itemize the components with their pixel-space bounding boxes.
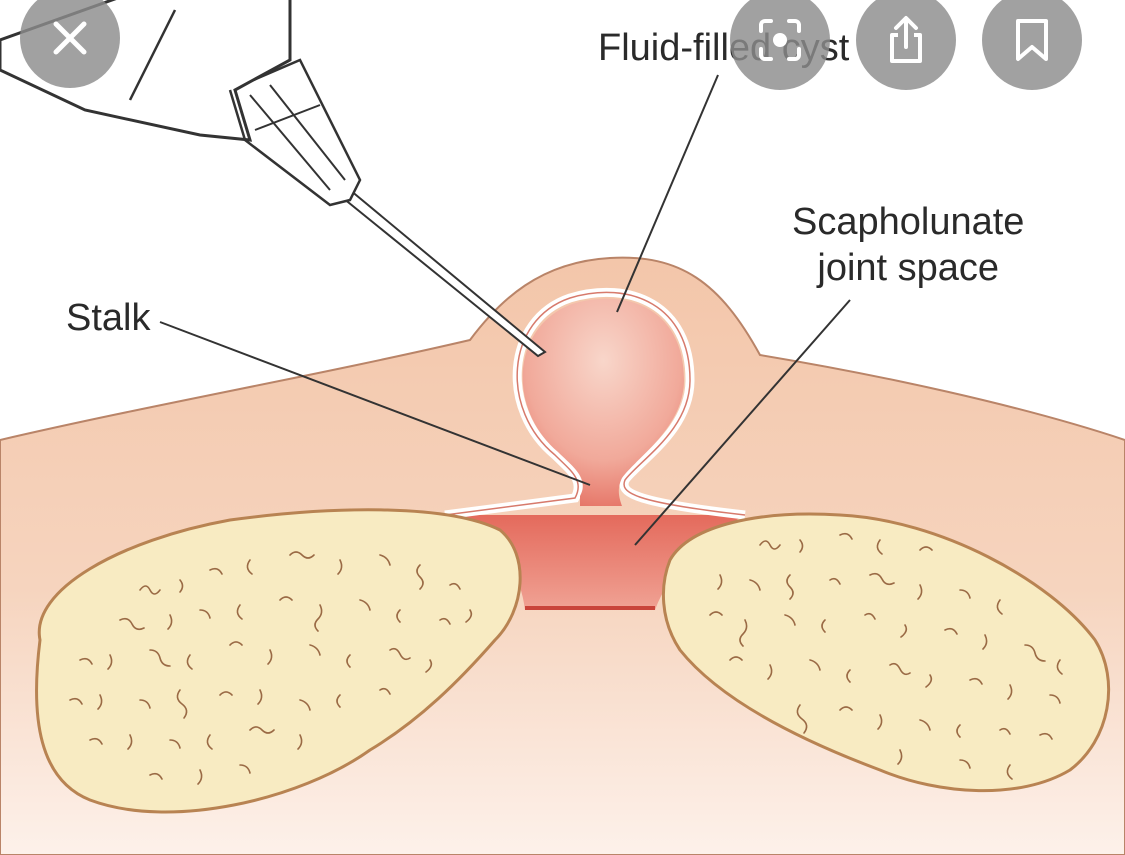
lens-search-icon [757,17,803,63]
close-icon [50,18,90,58]
joint-label-line1: Scapholunate [792,200,1024,246]
bookmark-icon [1014,17,1050,63]
scapholunate-joint-space-label: Scapholunate joint space [792,200,1024,291]
syringe-needle [343,190,545,356]
stalk-label: Stalk [66,296,150,342]
joint-label-line2: joint space [792,246,1024,292]
share-icon [884,15,928,65]
